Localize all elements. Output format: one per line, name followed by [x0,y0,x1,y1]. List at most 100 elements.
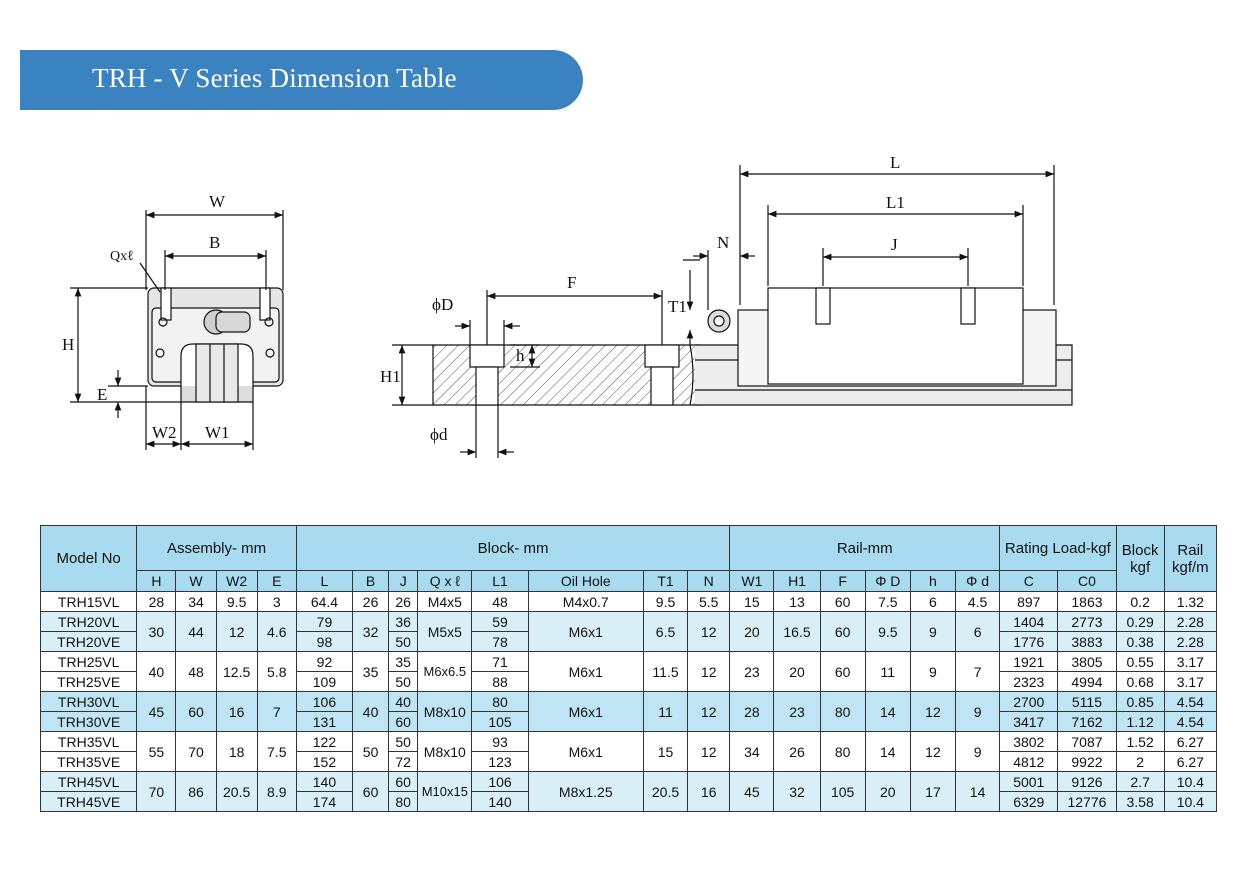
label-N: N [717,233,729,252]
title-banner: TRH - V Series Dimension Table [20,50,583,110]
cell: M4x5 [417,591,473,612]
cell: 11.5 [642,651,689,692]
col-d: Φ d [955,570,1001,592]
cell: 12.5 [215,651,258,692]
cell-model: TRH25VE [39,671,138,692]
col-W: W [175,570,217,592]
col-H1: H1 [773,570,821,592]
technical-drawing: W B Qxℓ H E W2 W1 [62,153,1073,458]
label-L1: L1 [886,193,905,212]
label-W: W [209,192,226,211]
col-H: H [136,570,177,592]
cell: 88 [471,671,529,692]
cell: 18 [215,731,258,772]
cell: 5001 [999,771,1059,792]
cell: 70 [175,731,217,772]
col-C: C [999,570,1059,592]
cell: M5x5 [417,611,473,652]
cell: 80 [471,691,529,712]
cell-model: TRH45VL [39,771,138,792]
cell: M4x0.7 [527,591,644,612]
cell: 26 [352,591,390,612]
cell: 50 [388,731,419,752]
cell: 23 [773,691,821,732]
cell: 4994 [1057,671,1117,692]
cell: 16 [687,771,731,812]
cell: 34 [729,731,775,772]
cell: 28 [136,591,177,612]
cell: 3.17 [1163,651,1218,672]
cell: 12 [215,611,258,652]
cell: 6 [955,611,1001,652]
table-row: TRH45VL 70 86 20.5 8.9 140 60 60 M10x15 … [39,771,1218,812]
table-row: TRH30VL 45 60 16 7 106 40 40 M8x10 80 M6… [39,691,1218,732]
cell: 71 [471,651,529,672]
cell: 2.7 [1115,771,1165,792]
cell: 14 [955,771,1001,812]
label-H1: H1 [380,367,401,386]
cell: 60 [388,711,419,732]
cell: 40 [388,691,419,712]
header-rail-kgfm: Rail kgf/m [1163,525,1218,592]
cell: 1863 [1057,591,1117,612]
cell: 7.5 [864,591,911,612]
cell: 6.27 [1163,751,1218,772]
dimension-table: Model No Assembly- mm Block- mm Rail-mm … [39,525,1218,812]
cell: 70 [136,771,177,812]
cell: 3.58 [1115,791,1165,812]
cell: 1.32 [1163,591,1218,612]
cell: 12 [687,651,731,692]
cell-model: TRH30VL [39,691,138,712]
label-D: ϕD [432,295,453,314]
cell: 93 [471,731,529,752]
cell: 12 [687,731,731,772]
col-W1: W1 [729,570,775,592]
cell: 60 [819,651,866,692]
cell: 9922 [1057,751,1117,772]
header-rating: Rating Load-kgf [999,525,1117,571]
cell: 131 [295,711,354,732]
cell: 1.52 [1115,731,1165,752]
cell: 7 [955,651,1001,692]
cell: 45 [729,771,775,812]
cell: 2 [1115,751,1165,772]
cell: 86 [175,771,217,812]
label-B: B [209,233,220,252]
table-row: TRH15VL 28 34 9.5 3 64.4 26 26 M4x5 48 M… [39,591,1218,612]
cell: 35 [352,651,390,692]
cell: 92 [295,651,354,672]
cell: 3.17 [1163,671,1218,692]
cell: 34 [175,591,217,612]
cell: 6.5 [642,611,689,652]
label-L: L [890,153,900,172]
cell: M8x10 [417,691,473,732]
cell: 23 [729,651,775,692]
cell: 5.5 [687,591,731,612]
cell: 16 [215,691,258,732]
col-D: Φ D [864,570,911,592]
cell: 10.4 [1163,771,1218,792]
cell: 2323 [999,671,1059,692]
cell: 60 [175,691,217,732]
cell: 80 [388,791,419,812]
cell: 122 [295,731,354,752]
col-W2: W2 [215,570,258,592]
col-Q: Q x ℓ [417,570,473,592]
cell: 12 [687,691,731,732]
cell: 55 [136,731,177,772]
cell: 20 [864,771,911,812]
cell: 0.2 [1115,591,1165,612]
cell: 80 [819,691,866,732]
col-T1: T1 [642,570,689,592]
cell: 45 [136,691,177,732]
cell: 20 [773,651,821,692]
cell: 5115 [1057,691,1117,712]
cell: 10.4 [1163,791,1218,812]
cell: 12776 [1057,791,1117,812]
cell: 15 [642,731,689,772]
label-W1: W1 [205,423,230,442]
cell: 123 [471,751,529,772]
cell: 60 [352,771,390,812]
cell: 6.27 [1163,731,1218,752]
cell: 9.5 [864,611,911,652]
